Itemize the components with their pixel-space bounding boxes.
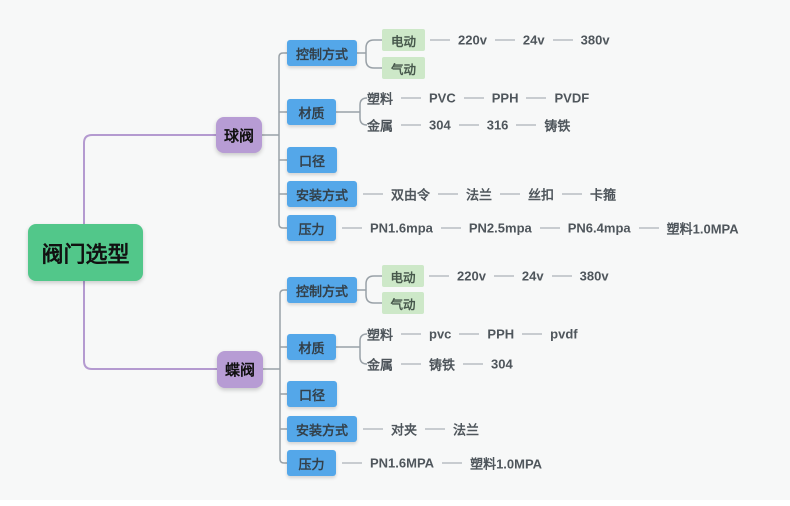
node-ball-pressure[interactable]: 压力: [287, 215, 336, 241]
chain-item[interactable]: 塑料: [367, 327, 394, 343]
chain-item[interactable]: 塑料: [367, 91, 394, 107]
connector-dash: [463, 363, 484, 365]
connector-dash: [401, 97, 422, 99]
connector-dash: [562, 193, 583, 195]
node-butterfly-install[interactable]: 安装方式: [287, 416, 357, 442]
chain-ball-metal: 金属 304 316 铸铁: [367, 116, 570, 135]
connector-dash: [459, 333, 480, 335]
connector-dash: [429, 275, 449, 277]
chain-item[interactable]: PVDF: [554, 90, 590, 106]
chain-item[interactable]: 丝扣: [528, 187, 555, 203]
chain-item[interactable]: 304: [491, 356, 513, 372]
chain-item[interactable]: 金属: [367, 118, 394, 134]
chain-butterfly-metal: 金属 铸铁 304: [367, 355, 513, 374]
chain-item[interactable]: 24v: [522, 32, 545, 48]
chain-item[interactable]: pvdf: [550, 326, 578, 342]
node-ball-valve[interactable]: 球阀: [216, 117, 262, 153]
connector-dash: [526, 97, 547, 99]
connector-dash: [539, 227, 560, 229]
connector-dash: [425, 428, 446, 430]
node-butterfly-pressure[interactable]: 压力: [287, 450, 336, 476]
chain-item[interactable]: 380v: [579, 268, 609, 284]
chain-item[interactable]: pvc: [429, 326, 452, 342]
node-ball-material[interactable]: 材质: [287, 99, 336, 125]
node-butterfly-valve[interactable]: 蝶阀: [217, 351, 263, 388]
node-butterfly-electric[interactable]: 电动: [382, 265, 424, 287]
connector-dash: [401, 124, 422, 126]
chain-ball-install: 双由令 法兰 丝扣 卡箍: [363, 185, 616, 204]
chain-item[interactable]: 24v: [521, 268, 544, 284]
chain-item[interactable]: 316: [486, 117, 509, 133]
connector-dash: [430, 39, 450, 41]
chain-ball-volts: 220v 24v 380v: [430, 33, 610, 48]
chain-butterfly-install: 对夹 法兰: [363, 420, 479, 439]
chain-item[interactable]: 220v: [457, 268, 486, 284]
chain-item[interactable]: 对夹: [391, 422, 418, 438]
node-ball-pneumatic[interactable]: 气动: [382, 57, 425, 79]
chain-item[interactable]: PN2.5mpa: [468, 220, 532, 236]
connector-dash: [463, 97, 484, 99]
chain-item[interactable]: PVC: [429, 90, 456, 106]
node-butterfly-diameter[interactable]: 口径: [287, 381, 337, 407]
chain-item[interactable]: 卡箍: [590, 187, 617, 203]
connector-dash: [516, 124, 537, 126]
chain-item[interactable]: 380v: [580, 32, 610, 48]
node-ball-diameter[interactable]: 口径: [287, 147, 337, 173]
chain-ball-plastic: 塑料 PVC PPH PVDF: [367, 89, 589, 108]
connector-dash: [551, 275, 572, 277]
chain-butterfly-plastic: 塑料 pvc PPH pvdf: [367, 325, 578, 344]
connector-dash: [522, 333, 543, 335]
node-butterfly-pneumatic[interactable]: 气动: [382, 292, 424, 314]
node-ball-control[interactable]: 控制方式: [287, 40, 357, 66]
connector-dash: [401, 333, 422, 335]
chain-item[interactable]: PPH: [491, 90, 519, 106]
chain-item[interactable]: 法兰: [453, 422, 480, 438]
chain-item[interactable]: 铸铁: [429, 357, 456, 373]
canvas-bottom-margin: [0, 500, 790, 506]
chain-butterfly-pressure: PN1.6MPA 塑料1.0MPA: [342, 454, 542, 473]
connector-dash: [494, 39, 515, 41]
connector-dash: [638, 227, 659, 229]
chain-item[interactable]: 金属: [367, 357, 394, 373]
chain-item[interactable]: 304: [429, 117, 451, 133]
node-butterfly-material[interactable]: 材质: [287, 334, 336, 360]
connector-dash: [438, 193, 459, 195]
connector-dash: [442, 462, 463, 464]
connector-dash: [552, 39, 573, 41]
node-root[interactable]: 阀门选型: [28, 224, 143, 281]
node-ball-electric[interactable]: 电动: [382, 29, 425, 51]
chain-butterfly-volts: 220v 24v 380v: [429, 269, 609, 284]
chain-item[interactable]: PN1.6mpa: [370, 220, 433, 236]
chain-item[interactable]: PN1.6MPA: [370, 455, 435, 471]
connector-dash: [342, 227, 362, 229]
connector-dash: [440, 227, 461, 229]
chain-item[interactable]: 双由令: [391, 187, 431, 203]
connector-dash: [363, 193, 383, 195]
connector-dash: [458, 124, 479, 126]
chain-item[interactable]: PPH: [487, 326, 515, 342]
chain-item[interactable]: 法兰: [466, 187, 493, 203]
node-ball-install[interactable]: 安装方式: [287, 181, 357, 207]
chain-ball-pressure: PN1.6mpa PN2.5mpa PN6.4mpa 塑料1.0MPA: [342, 219, 739, 238]
connector-dash: [401, 363, 422, 365]
chain-item[interactable]: PN6.4mpa: [567, 220, 631, 236]
chain-item[interactable]: 塑料1.0MPA: [470, 456, 543, 472]
chain-item[interactable]: 铸铁: [544, 118, 571, 134]
connector-dash: [342, 462, 362, 464]
connector-dash: [500, 193, 521, 195]
node-butterfly-control[interactable]: 控制方式: [287, 277, 357, 303]
connector-dash: [363, 428, 383, 430]
chain-item[interactable]: 塑料1.0MPA: [666, 221, 739, 237]
chain-item[interactable]: 220v: [458, 32, 487, 48]
connector-dash: [493, 275, 514, 277]
